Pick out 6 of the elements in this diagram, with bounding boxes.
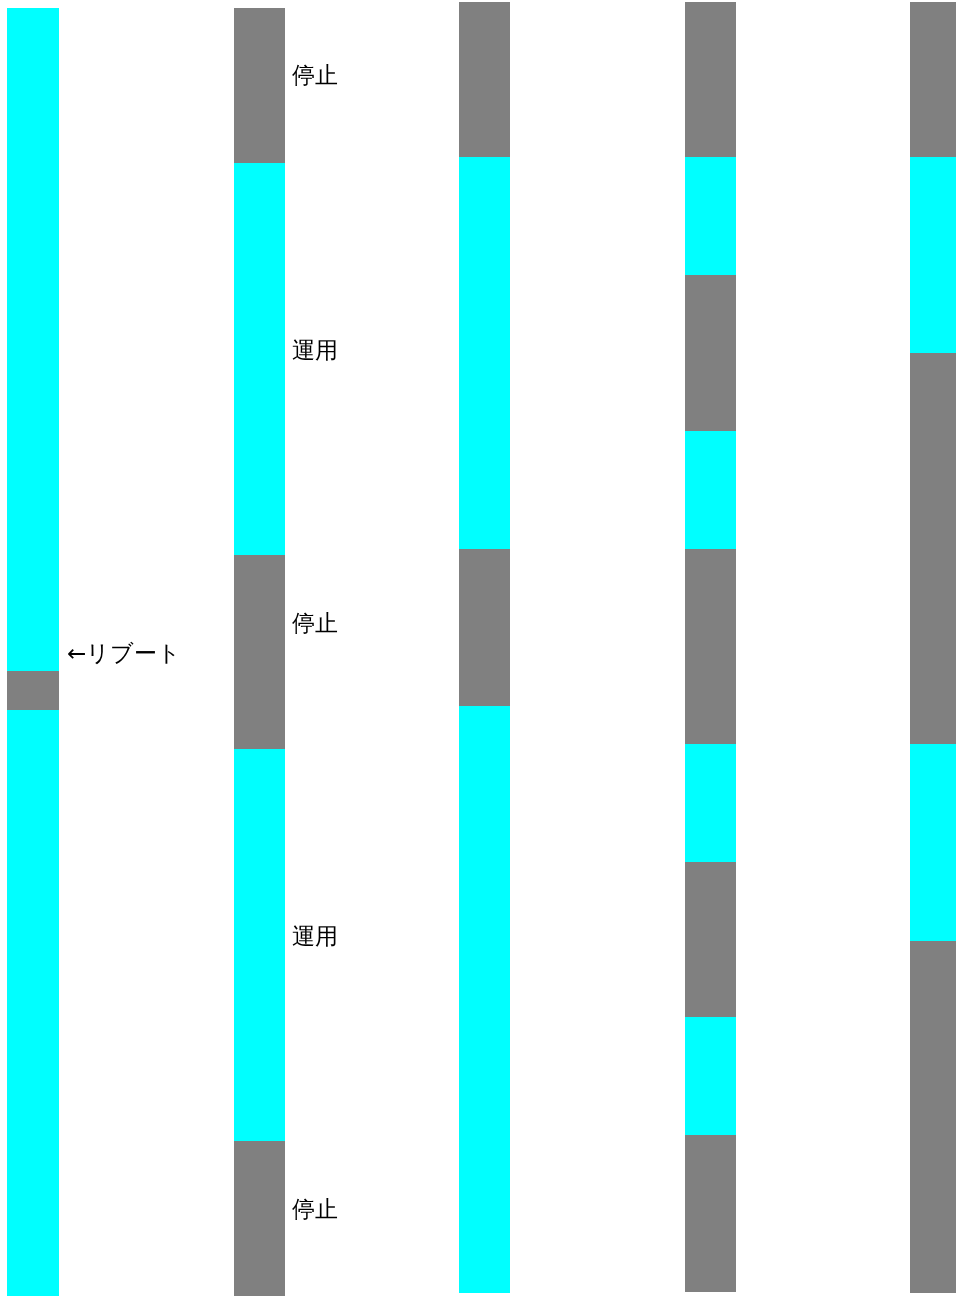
state-label: 運用	[292, 337, 338, 363]
state-label: 運用	[292, 923, 338, 949]
reboot-label: ←リブート	[67, 640, 182, 666]
state-label: 停止	[292, 1196, 338, 1222]
state-label: 停止	[292, 62, 338, 88]
state-label: 停止	[292, 610, 338, 636]
